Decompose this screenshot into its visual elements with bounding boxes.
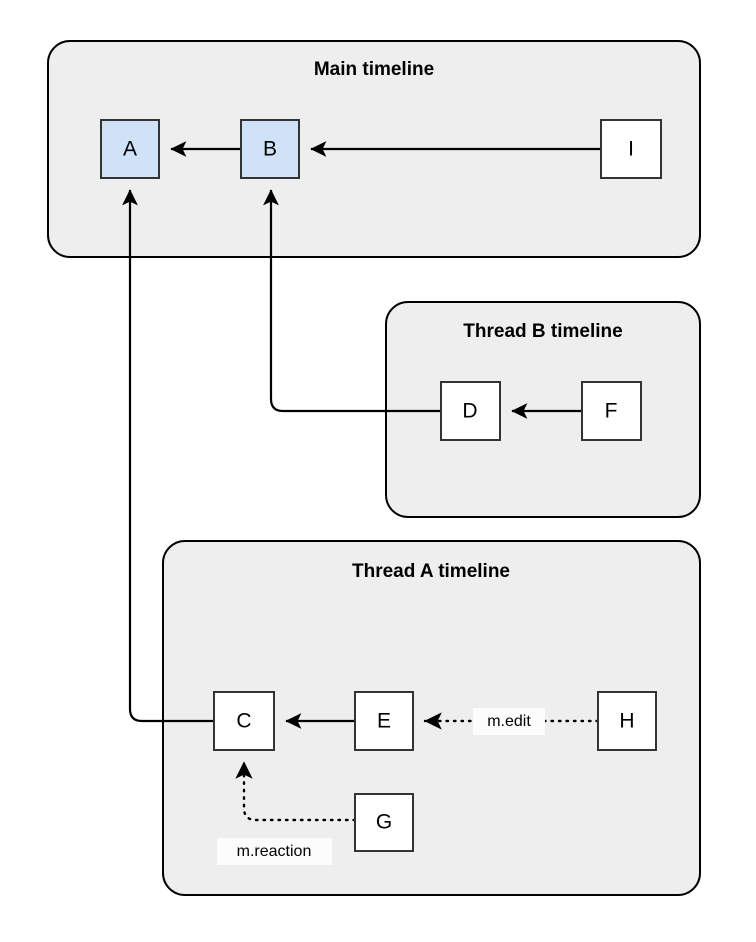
- node-f[interactable]: F: [581, 381, 642, 441]
- node-b-label: B: [263, 138, 277, 161]
- group-thread-a-timeline-title: Thread A timeline: [352, 561, 510, 582]
- node-i-rect[interactable]: [600, 119, 662, 179]
- edge-label-m-reaction-text: m.reaction: [237, 843, 312, 860]
- node-a[interactable]: A: [100, 119, 160, 179]
- node-g-label: G: [376, 811, 392, 834]
- node-h-rect[interactable]: [597, 691, 657, 751]
- node-g[interactable]: G: [354, 793, 414, 852]
- edge-label-m-reaction: m.reaction: [217, 838, 332, 865]
- node-d-rect[interactable]: [440, 381, 501, 441]
- edge-c-to-a: [122, 189, 214, 723]
- node-e-label: E: [377, 710, 391, 733]
- node-c[interactable]: C: [213, 691, 275, 751]
- node-c-rect[interactable]: [213, 691, 275, 751]
- edge-d-to-b: [263, 189, 441, 413]
- node-a-rect[interactable]: [100, 119, 160, 179]
- group-thread-b-timeline-rect: [385, 301, 701, 518]
- node-c-label: C: [236, 710, 251, 733]
- edge-label-m-edit-bg: [473, 708, 545, 735]
- edge-label-m-edit-text: m.edit: [487, 713, 531, 730]
- node-e[interactable]: E: [354, 691, 414, 751]
- node-h[interactable]: H: [597, 691, 657, 751]
- edge-label-m-edit: m.edit: [473, 708, 545, 735]
- node-a-label: A: [123, 138, 137, 161]
- group-thread-b-timeline: Thread B timeline: [385, 301, 701, 518]
- node-f-label: F: [605, 400, 618, 423]
- edge-label-m-reaction-bg: [217, 838, 332, 865]
- node-i-label: I: [628, 138, 634, 161]
- node-e-rect[interactable]: [354, 691, 414, 751]
- node-g-rect[interactable]: [354, 793, 414, 852]
- node-h-label: H: [619, 710, 634, 733]
- group-main-timeline-title: Main timeline: [314, 59, 434, 80]
- node-f-rect[interactable]: [581, 381, 642, 441]
- node-b-rect[interactable]: [240, 119, 300, 179]
- group-thread-b-timeline-title: Thread B timeline: [463, 321, 622, 342]
- node-i[interactable]: I: [600, 119, 662, 179]
- edge-g-to-c: [235, 760, 357, 822]
- node-d[interactable]: D: [440, 381, 501, 441]
- node-b[interactable]: B: [240, 119, 300, 179]
- node-d-label: D: [462, 400, 477, 423]
